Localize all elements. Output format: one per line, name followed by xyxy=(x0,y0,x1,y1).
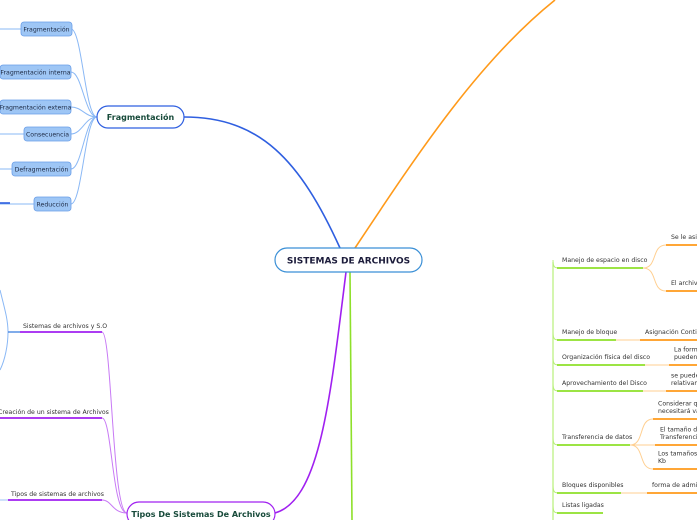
manejo-branch: Manejo de espacio en disco Se le asig El a… xyxy=(552,234,697,514)
manejo-child-label[interactable]: Asignación Contigu xyxy=(645,328,697,336)
manejo-child-label[interactable]: El tamaño de xyxy=(660,427,697,434)
manejo-child-label[interactable]: Los tamaños xyxy=(658,451,697,458)
manejo-item-label[interactable]: Organización física del disco xyxy=(562,353,650,361)
fragmentacion-child-label: Reducción xyxy=(37,201,69,209)
manejo-item-label[interactable]: Bloques disponibles xyxy=(562,482,624,489)
tipos-child-label[interactable]: Sistemas de archivos y S.O xyxy=(23,323,107,330)
manejo-child-label[interactable]: se puede xyxy=(671,373,697,380)
tipos-child-label[interactable]: Creación de un sistema de Archivos xyxy=(0,408,109,416)
manejo-child-label[interactable]: La forma xyxy=(674,347,697,354)
manejo-item-label[interactable]: Listas ligadas xyxy=(562,502,604,509)
manejo-child-label[interactable]: Se le asig xyxy=(671,234,697,241)
fragmentacion-child-label: Defragmentación xyxy=(15,166,69,174)
manejo-item-label[interactable]: Transferencia de datos xyxy=(561,434,632,441)
manejo-child-label[interactable]: forma de admini xyxy=(652,482,697,489)
connector-orange xyxy=(354,0,556,249)
fragmentacion-child[interactable]: Reducción xyxy=(33,196,72,212)
manejo-item-label[interactable]: Manejo de espacio en disco xyxy=(562,257,648,264)
connector-manejo xyxy=(349,271,353,520)
fragmentacion-child-label: Fragmentación externa xyxy=(0,104,72,112)
tipos-label: Tipos De Sistemas De Archivos xyxy=(131,510,270,519)
manejo-child-label[interactable]: relativam xyxy=(671,380,697,387)
fragmentacion-child-label: Fragmentación interna xyxy=(0,69,70,77)
manejo-item-label[interactable]: Aprovechamiento del Disco xyxy=(562,380,647,387)
fragmentacion-child-label: Consecuencia xyxy=(26,132,69,139)
fragmentacion-label: Fragmentación xyxy=(107,112,175,122)
manejo-child-label[interactable]: Considerar qu xyxy=(658,401,697,408)
fragmentacion-child[interactable]: Fragmentación interna xyxy=(0,64,72,80)
manejo-child-label[interactable]: Kb xyxy=(658,458,666,465)
fragmentacion-child[interactable]: Fragmentación externa xyxy=(0,99,72,115)
manejo-child-label[interactable]: pueden xyxy=(674,354,697,361)
connector-tipos xyxy=(274,271,347,514)
manejo-item-label[interactable]: Manejo de bloque xyxy=(562,329,617,336)
manejo-child-label[interactable]: El archivo xyxy=(671,280,697,287)
fragmentacion-child[interactable]: Consecuencia xyxy=(23,126,72,142)
fragmentacion-child[interactable]: Defragmentación xyxy=(11,161,72,177)
manejo-child-label[interactable]: Transferencia xyxy=(659,434,697,441)
central-node[interactable]: SISTEMAS DE ARCHIVOS xyxy=(274,247,423,273)
fragmentacion-child-label: Fragmentación xyxy=(23,26,69,34)
fragmentacion-node[interactable]: Fragmentación xyxy=(96,105,185,129)
central-node-label: SISTEMAS DE ARCHIVOS xyxy=(287,257,410,267)
tipos-node[interactable]: Tipos De Sistemas De Archivos xyxy=(126,501,276,520)
fragmentacion-child[interactable]: Fragmentación xyxy=(20,21,73,37)
manejo-child-label[interactable]: necesitará var xyxy=(658,407,697,415)
tipos-child-label[interactable]: Tipos de sistemas de archivos xyxy=(10,491,104,498)
tipos-branch: Sistemas de archivos y S.O Creación de un… xyxy=(0,323,128,514)
connector-fragmentacion xyxy=(183,116,341,249)
